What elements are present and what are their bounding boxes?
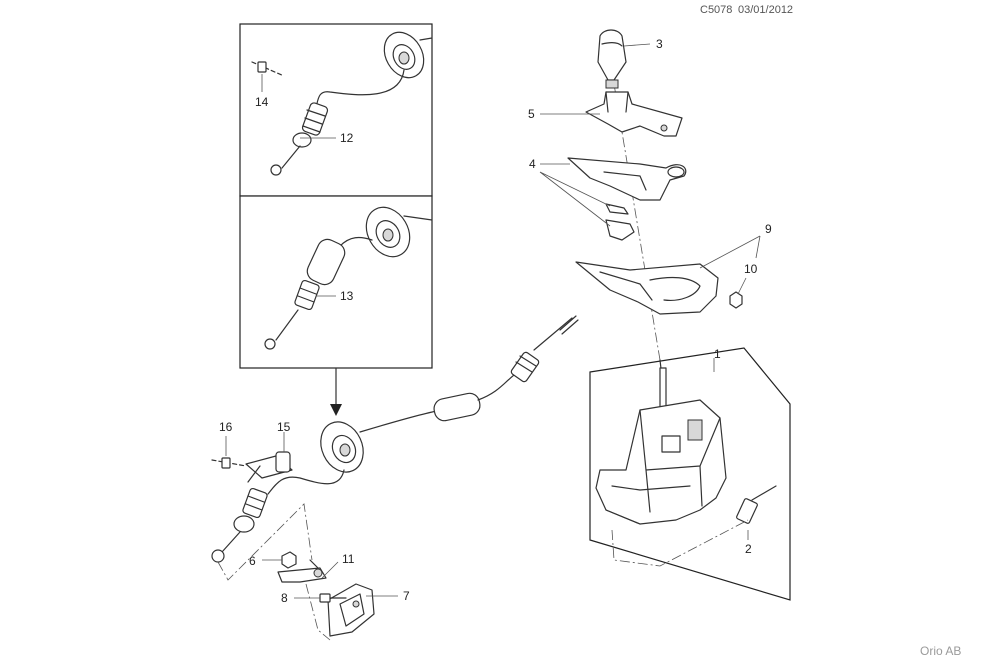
cover-part-7 <box>327 583 375 637</box>
callout-6: 6 <box>249 554 256 568</box>
bolt-part-8 <box>319 593 347 603</box>
callout-5: 5 <box>528 107 535 121</box>
frame-part-4 <box>567 157 687 241</box>
callout-8: 8 <box>281 591 288 605</box>
callout-11: 11 <box>342 552 355 566</box>
nut-part-14 <box>251 61 285 77</box>
housing-part-1 <box>595 359 727 525</box>
callout-4: 4 <box>529 157 536 171</box>
nut-part-16 <box>211 457 247 469</box>
callout-15: 15 <box>277 420 291 434</box>
cable-part-13 <box>264 206 433 350</box>
callout-15-left: 16 <box>219 420 233 434</box>
callout-12: 12 <box>340 131 354 145</box>
nut-part-6 <box>281 551 297 569</box>
diagram-date: 03/01/2012 <box>738 4 794 16</box>
guide-line-axis <box>613 83 661 361</box>
cable-part-12 <box>270 31 433 176</box>
callout-1: 1 <box>714 347 721 361</box>
arrow-down-icon <box>330 367 342 416</box>
diagram-code: C5078 <box>700 4 733 16</box>
trim-plate-part-9 <box>575 261 719 315</box>
brand-mark: Orio AB <box>920 644 962 658</box>
lever-part-11 <box>277 559 327 583</box>
callout-10: 10 <box>744 262 758 276</box>
callout-2: 2 <box>745 542 752 556</box>
callout-14: 14 <box>255 95 269 109</box>
bracket-part-15 <box>245 451 293 483</box>
guide-line-left <box>217 503 313 581</box>
callout-7: 7 <box>403 589 410 603</box>
bezel-part-5 <box>585 91 683 137</box>
guide-line-cover <box>305 583 331 641</box>
sensor-part-2 <box>736 485 777 524</box>
callout-3: 3 <box>656 37 663 51</box>
callout-9: 9 <box>765 222 772 236</box>
nut-part-10 <box>729 291 743 309</box>
main-shift-cable <box>211 315 579 563</box>
guide-line-housing <box>611 519 749 567</box>
callout-13: 13 <box>340 289 354 303</box>
knob-part-3 <box>597 29 627 89</box>
